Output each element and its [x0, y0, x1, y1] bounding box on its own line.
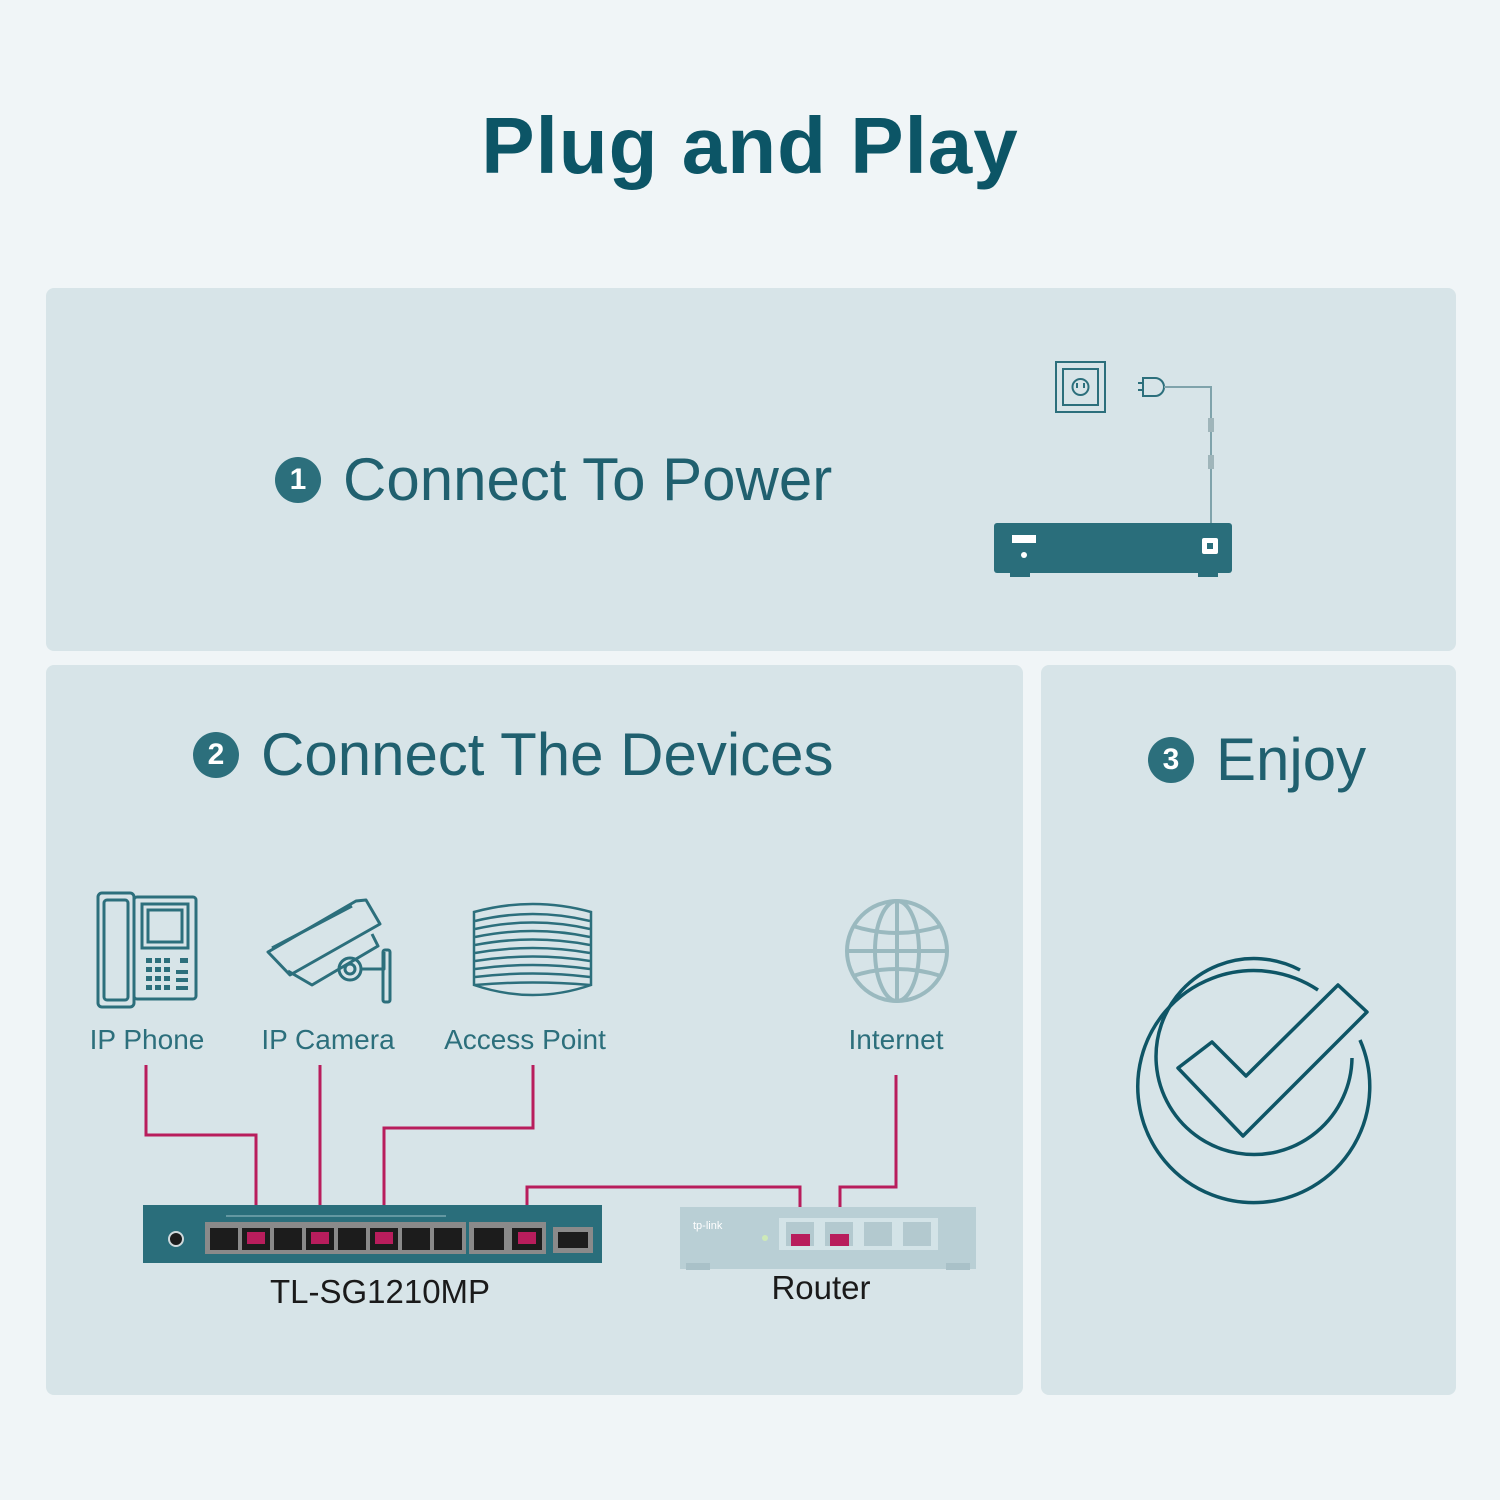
- page-title: Plug and Play: [481, 101, 1019, 190]
- step-3-panel: 3 Enjoy: [1041, 665, 1456, 1395]
- power-plug-icon: [1138, 377, 1214, 524]
- device-label-internet: Internet: [848, 1024, 944, 1055]
- device-label-ip-phone: IP Phone: [89, 1024, 205, 1055]
- step-1-heading: 1 Connect To Power: [275, 445, 832, 514]
- device-label-ip-camera: IP Camera: [261, 1024, 395, 1055]
- switch-plugs: [247, 1232, 536, 1244]
- globe-icon: [845, 899, 949, 1003]
- router-icon: [680, 1207, 976, 1270]
- step-2-label: Connect The Devices: [261, 721, 834, 788]
- ip-camera-icon: [266, 898, 392, 1004]
- switch-model-label: TL-SG1210MP: [269, 1273, 491, 1310]
- power-outlet-icon: [1055, 361, 1106, 413]
- step-1-label: Connect To Power: [343, 446, 833, 513]
- checkmark-circle-icon: [1136, 956, 1372, 1205]
- step-1-number: 1: [275, 456, 321, 503]
- device-label-access-point: Access Point: [444, 1024, 606, 1055]
- step-3-heading: 3 Enjoy: [1148, 725, 1366, 794]
- ip-phone-icon: [96, 891, 198, 1009]
- step-1-panel: 1 Connect To Power: [46, 288, 1456, 651]
- switch-side-icon: [994, 523, 1232, 577]
- access-point-icon: [472, 902, 593, 997]
- step-3-number: 3: [1148, 736, 1194, 783]
- step-3-label: Enjoy: [1216, 726, 1367, 793]
- phone-keypad-icon: [146, 958, 188, 990]
- step-2-heading: 2 Connect The Devices: [193, 720, 834, 789]
- step-2-panel: 2 Connect The Devices: [46, 665, 1023, 1395]
- router-label: Router: [771, 1269, 871, 1306]
- router-brand-text: tp-link: [693, 1220, 723, 1232]
- step-2-number: 2: [193, 731, 239, 778]
